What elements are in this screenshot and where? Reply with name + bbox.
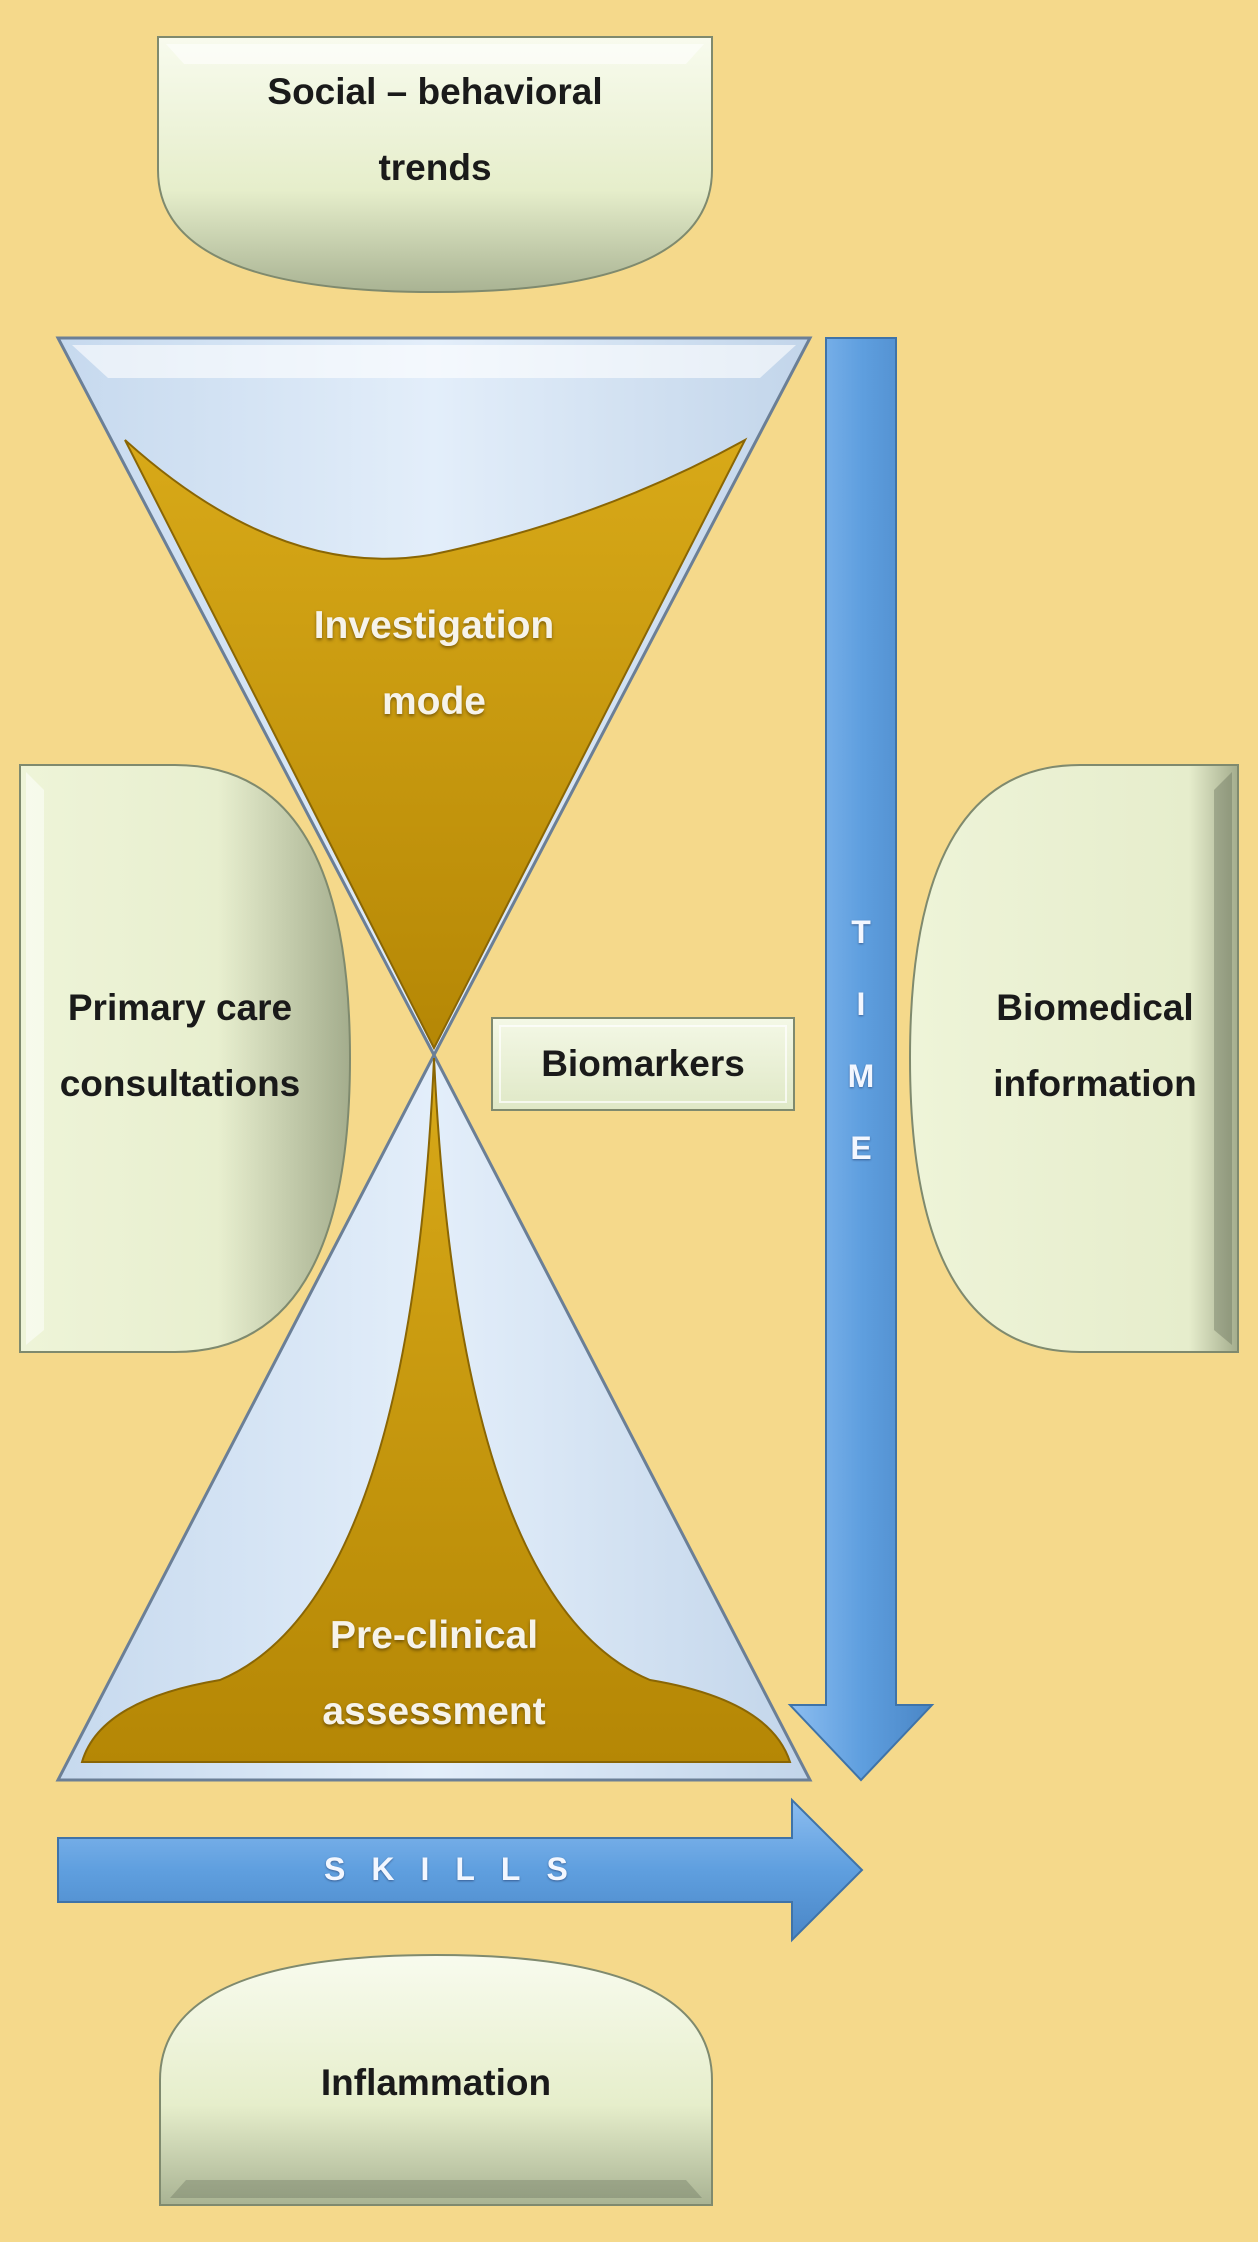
bottom-sand [80,1057,792,1763]
biomarkers-text: Biomarkers [541,1043,745,1084]
inflammation-text: Inflammation [320,2062,552,2103]
biomedical-info-box [908,764,1239,1353]
skills-arrow [57,1797,864,1943]
primary-care-box [19,764,352,1353]
skills-label: SKILLS [324,1851,594,1887]
time-letter-i: I [856,986,866,1022]
social-trends-box [157,36,713,294]
time-arrow [787,337,935,1782]
time-letter-e: E [850,1130,872,1166]
investigation-mode-label: Investigation mode [234,588,634,740]
top-sand [124,437,748,1051]
hourglass [55,336,813,1782]
inflammation-label: Inflammation [160,2045,712,2121]
primary-care-text: Primary care consultations [59,987,301,1104]
pre-clinical-assessment-label: Pre-clinical assessment [234,1598,634,1750]
biomarkers-label: Biomarkers [492,1026,794,1102]
biomedical-info-text: Biomedical information [993,987,1197,1104]
time-letter-m: M [847,1058,875,1094]
investigation-mode-text: Investigation mode [313,604,555,723]
pre-clinical-assessment-text: Pre-clinical assessment [322,1614,546,1733]
biomedical-info-label: Biomedical information [960,970,1230,1122]
primary-care-label: Primary care consultations [20,970,340,1122]
social-trends-label: Social – behavioral trends [158,54,712,206]
inflammation-box [159,1953,713,2206]
social-trends-text: Social – behavioral trends [267,71,603,188]
time-letter-t: T [851,914,871,950]
biomarkers-box [491,1017,795,1111]
